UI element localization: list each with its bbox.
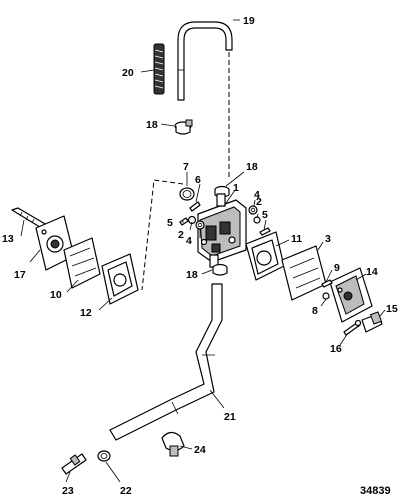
callout-labels: 19 20 18 7 18 6 1 4 2 5 5 2 4 11 3 9 14 … bbox=[2, 15, 398, 496]
callout-4-left: 4 bbox=[186, 235, 192, 247]
callout-11: 11 bbox=[291, 233, 302, 245]
part-24-clamp bbox=[161, 431, 185, 457]
part-14-pump-cover bbox=[329, 267, 373, 323]
part-18-top-clamp bbox=[174, 119, 193, 135]
callout-1: 1 bbox=[233, 182, 239, 194]
callout-7: 7 bbox=[183, 161, 189, 173]
callout-5-right: 5 bbox=[262, 209, 268, 221]
part-12-gasket bbox=[101, 253, 139, 305]
callout-3: 3 bbox=[325, 233, 331, 245]
part-5-screw-left bbox=[179, 217, 189, 226]
part-20-spring-sleeve bbox=[153, 43, 165, 95]
callout-16: 16 bbox=[330, 343, 342, 355]
callout-2-right: 2 bbox=[256, 196, 262, 208]
callout-4-right: 4 bbox=[254, 189, 260, 201]
part-16-bolt bbox=[343, 319, 362, 336]
part-5-screw-right bbox=[259, 227, 271, 236]
callout-15: 15 bbox=[386, 303, 398, 315]
callout-19: 19 bbox=[243, 15, 255, 27]
callout-5-left: 5 bbox=[167, 217, 173, 229]
figure-number: 34839 bbox=[360, 485, 391, 496]
part-4-washer-left bbox=[195, 220, 205, 230]
part-6-screw bbox=[189, 201, 201, 212]
callout-14: 14 bbox=[366, 266, 378, 278]
callout-2-left: 2 bbox=[178, 229, 184, 241]
callout-10: 10 bbox=[50, 289, 62, 301]
callout-18-lower: 18 bbox=[186, 269, 198, 281]
part-9-screw bbox=[321, 279, 333, 288]
callout-24: 24 bbox=[194, 444, 206, 456]
callout-21: 21 bbox=[224, 411, 236, 423]
part-23-fitting bbox=[61, 453, 87, 475]
part-22-clamp bbox=[97, 450, 111, 462]
part-11-gasket bbox=[245, 231, 285, 281]
part-4-washer-right bbox=[248, 205, 258, 215]
callout-9: 9 bbox=[334, 262, 340, 274]
leader-lines bbox=[20, 19, 386, 483]
part-1-fuel-pump-body bbox=[197, 193, 247, 268]
part-21-lower-hose bbox=[109, 283, 223, 441]
callout-22: 22 bbox=[120, 485, 132, 496]
callout-13: 13 bbox=[2, 233, 14, 245]
part-18-lower-clamp bbox=[212, 263, 228, 276]
part-7-o-ring bbox=[179, 187, 195, 201]
part-15-fitting bbox=[361, 311, 383, 333]
callout-8: 8 bbox=[312, 305, 318, 317]
part-8-washer bbox=[322, 292, 330, 300]
callout-18-mid: 18 bbox=[246, 161, 258, 173]
connection-dash-left bbox=[141, 179, 184, 291]
callout-18-top: 18 bbox=[146, 119, 158, 131]
part-10-gasket bbox=[63, 237, 101, 289]
callout-23: 23 bbox=[62, 485, 74, 496]
callout-20: 20 bbox=[122, 67, 134, 79]
part-19-upper-hose bbox=[177, 21, 233, 101]
callout-6: 6 bbox=[195, 174, 201, 186]
callout-12: 12 bbox=[80, 307, 92, 319]
part-3-diaphragm bbox=[281, 245, 327, 301]
callout-17: 17 bbox=[14, 269, 26, 281]
